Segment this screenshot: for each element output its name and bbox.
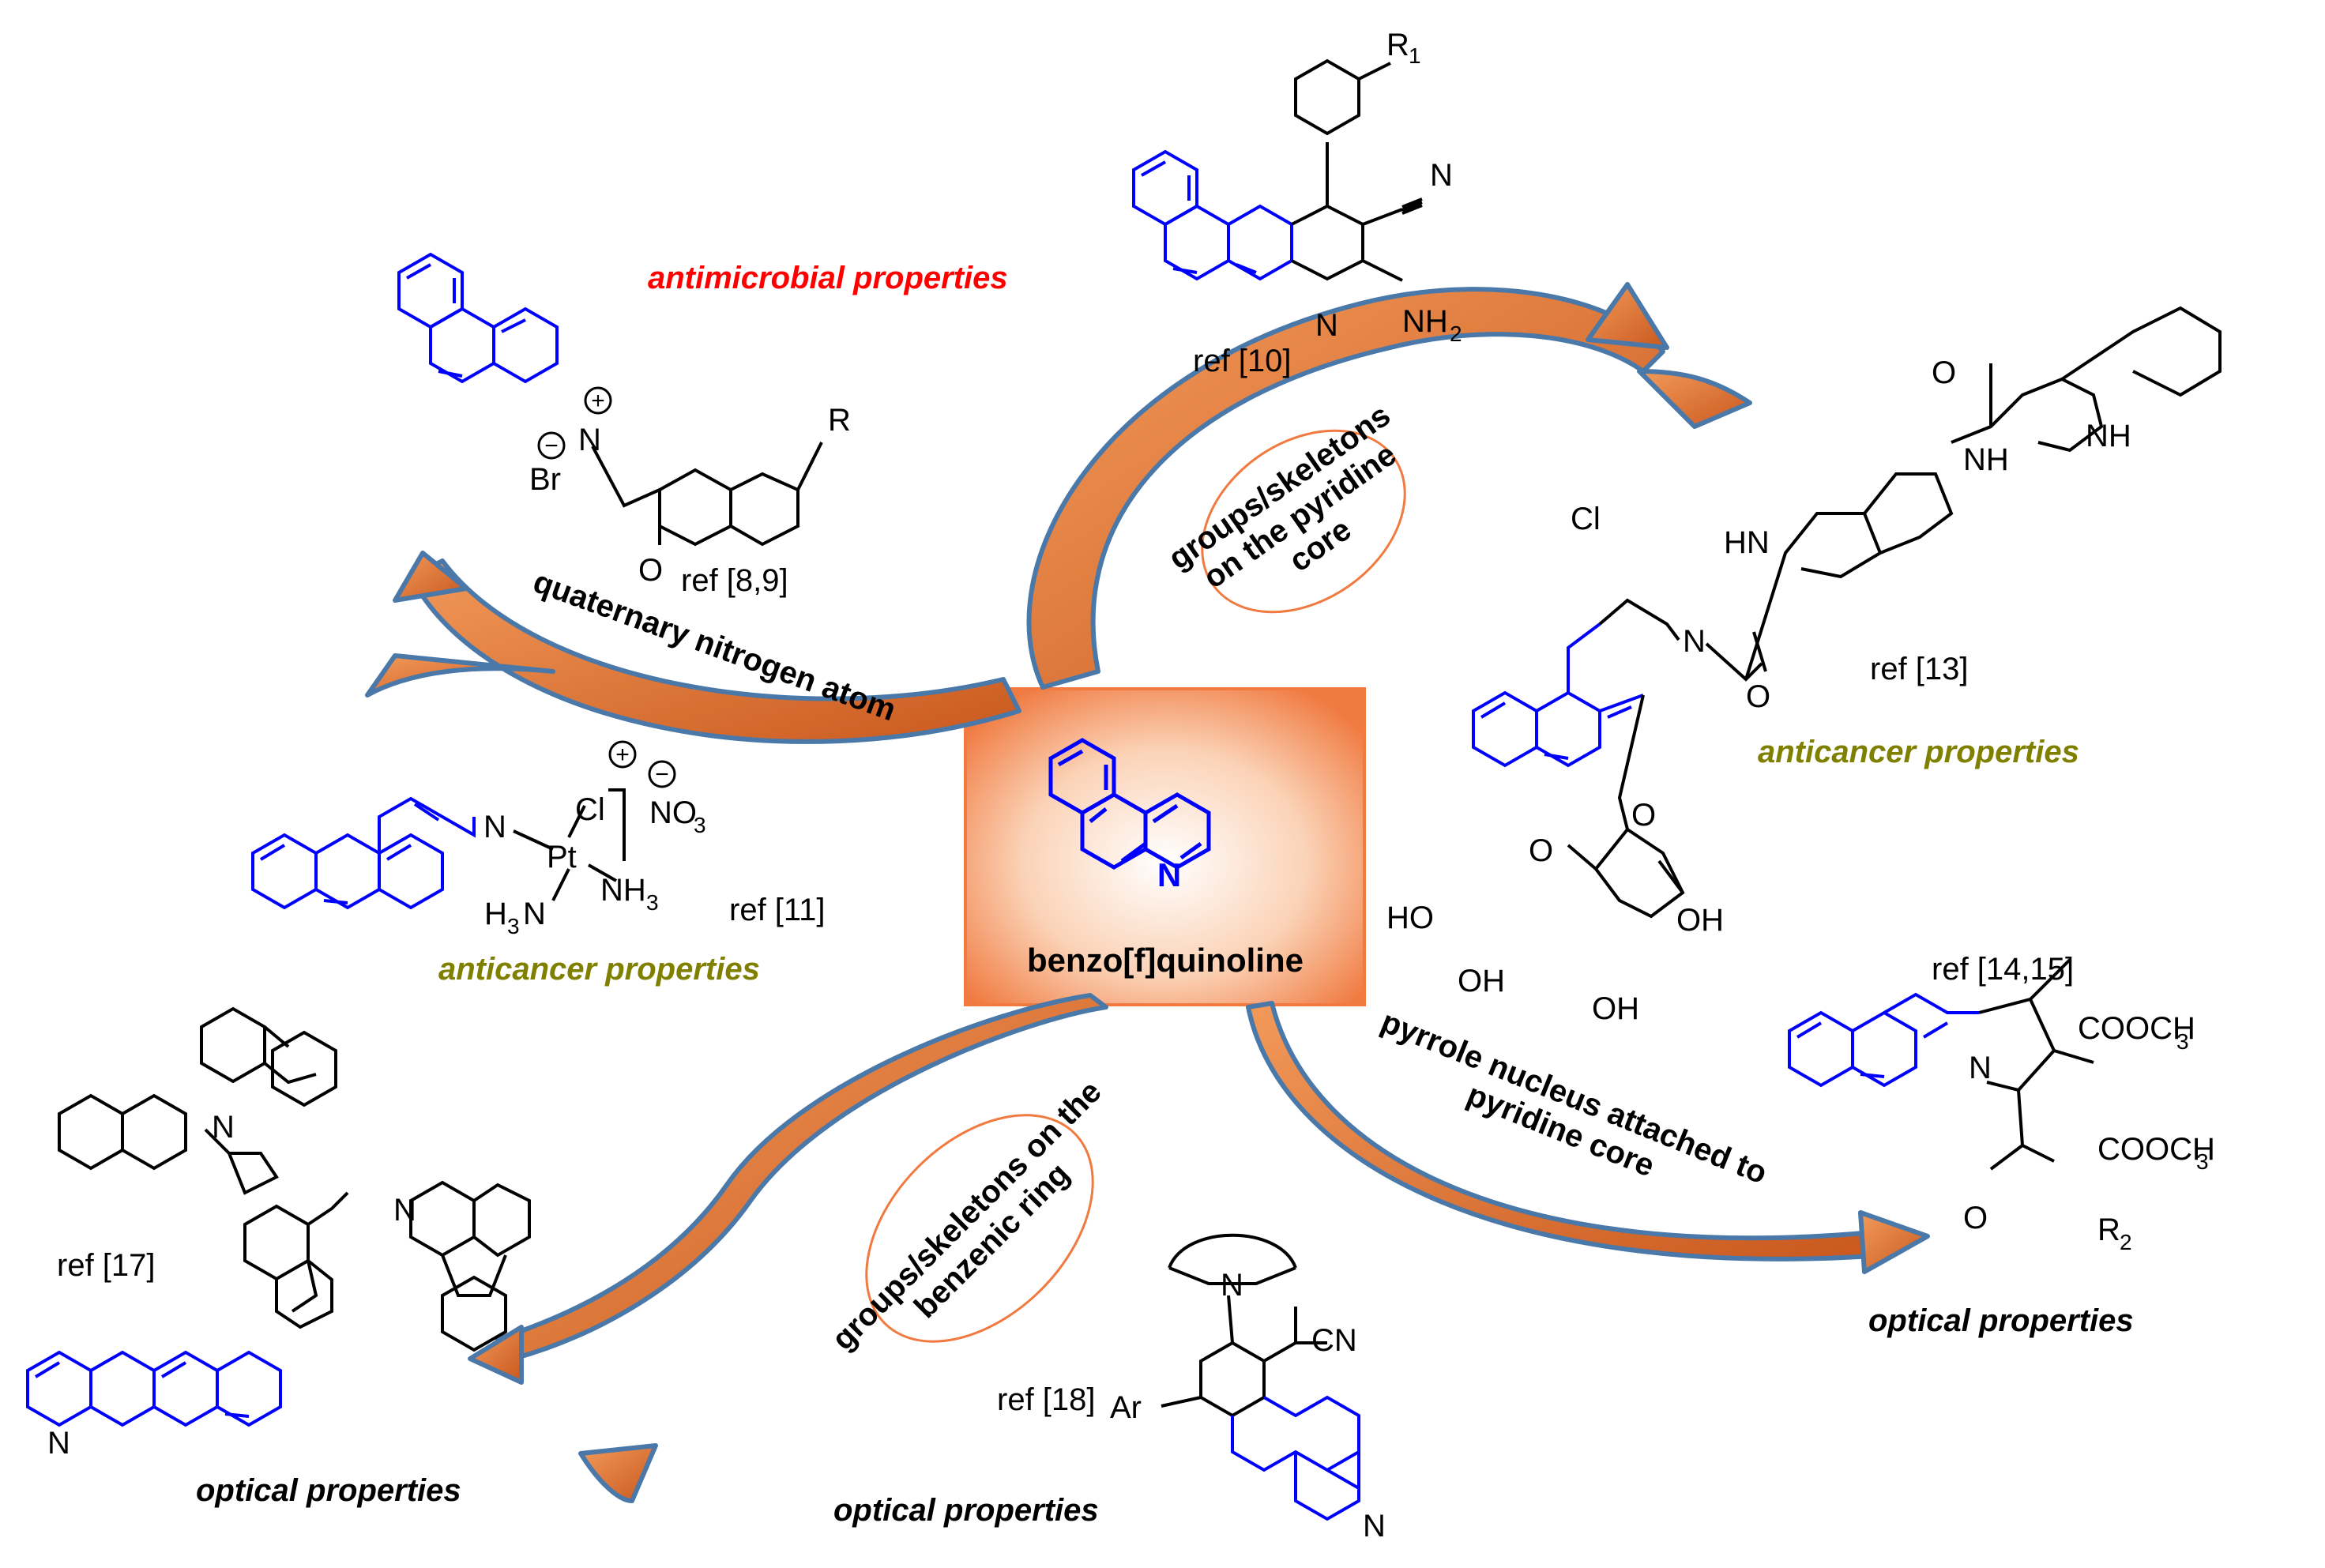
atom-cn: CN bbox=[1311, 1323, 1357, 1358]
atom-nh3-a: NH bbox=[600, 873, 646, 908]
pathway-benzenic-label: groups/skeletons on the benzenic ring bbox=[826, 1074, 1108, 1357]
structure-ref14-15: N COOCH 3 COOCH 3 O R 2 bbox=[1788, 958, 2215, 1254]
arrow-pyridine-core bbox=[1026, 287, 1665, 690]
atom-o-sugar: O bbox=[1529, 833, 1553, 868]
atom-r: R bbox=[828, 403, 851, 438]
ref-11: ref [11] bbox=[729, 893, 826, 927]
atom-br: Br bbox=[529, 462, 561, 497]
atom-hn-indole: HN bbox=[1724, 525, 1770, 560]
benzoquinoline-core-structure bbox=[1048, 738, 1211, 870]
atom-h3n-sub: 3 bbox=[507, 914, 520, 938]
atom-cl-ring: Cl bbox=[1571, 502, 1601, 536]
charge-plus-pt: + bbox=[615, 742, 630, 768]
arrowhead-quaternary-left bbox=[365, 653, 555, 698]
atom-nh2: NH bbox=[1402, 304, 1448, 339]
atom-n-cyano: N bbox=[1430, 158, 1453, 193]
structure-ref18: N CN Ar N bbox=[1110, 1233, 1386, 1544]
center-box: N benzo[f]quinoline bbox=[964, 687, 1366, 1006]
ref-8-9: ref [8,9] bbox=[681, 563, 788, 598]
label-anticancer-right: anticancer properties bbox=[1758, 735, 2079, 769]
atom-n-pyridine-ref10: N bbox=[1315, 308, 1338, 343]
label-optical-left: optical properties bbox=[196, 1473, 461, 1508]
arrowhead-pyrrole bbox=[1858, 1210, 1930, 1274]
atom-nh-amide: NH bbox=[1963, 442, 2009, 477]
atom-r1: R bbox=[1386, 28, 1409, 62]
atom-pt: Pt bbox=[547, 840, 577, 874]
label-anticancer-left: anticancer properties bbox=[438, 952, 760, 987]
arrowhead-pyridine-right bbox=[1637, 369, 1752, 429]
atom-r2: R bbox=[2097, 1213, 2120, 1247]
atom-n-carbazole1: N bbox=[212, 1110, 235, 1145]
label-optical-right: optical properties bbox=[1868, 1303, 2134, 1338]
ellipse-benzenic-label bbox=[865, 1114, 1094, 1343]
atom-cooch3-1-sub: 3 bbox=[2176, 1029, 2189, 1054]
atom-h3n-h: H bbox=[484, 897, 507, 931]
pathway-benzenic-line1: groups/skeletons on the bbox=[826, 1074, 1108, 1357]
pathway-pyrrole-line1: pyrrole nucleus attached to bbox=[1376, 1004, 1772, 1190]
center-label: benzo[f]quinoline bbox=[1027, 942, 1304, 979]
atom-n-carbazole2: N bbox=[393, 1193, 416, 1228]
charge-minus-ref8: − bbox=[544, 433, 559, 459]
pathway-pyridine-label: groups/skeletons on the pyridine core bbox=[1162, 398, 1402, 596]
atom-ar: Ar bbox=[1110, 1390, 1142, 1425]
atom-no3-sub: 3 bbox=[694, 813, 706, 837]
atom-cooch3-2: COOCH bbox=[2097, 1132, 2215, 1167]
atom-nh3-a-sub: 3 bbox=[646, 890, 659, 915]
ref-18: ref [18] bbox=[997, 1382, 1096, 1417]
ref-10: ref [10] bbox=[1193, 344, 1292, 378]
structure-ref8-9: + − N Br O R bbox=[397, 252, 851, 588]
structure-ref13: Cl N O HN NH O NH O O OH OH OH HO bbox=[1386, 306, 2222, 1026]
atom-o-amide2: O bbox=[1932, 355, 1956, 390]
atom-n-quinoline18: N bbox=[1363, 1509, 1386, 1544]
atom-nh2-sub: 2 bbox=[1450, 321, 1462, 346]
atom-o-r2: O bbox=[1963, 1201, 1988, 1235]
ref-17: ref [17] bbox=[57, 1248, 156, 1283]
label-optical-bottom: optical properties bbox=[833, 1493, 1099, 1528]
atom-r2-sub: 2 bbox=[2120, 1230, 2132, 1254]
atom-o-ketone: O bbox=[638, 553, 663, 588]
atom-oh-2: OH bbox=[1592, 991, 1639, 1026]
atom-o-amide1: O bbox=[1746, 679, 1770, 714]
charge-plus-ref8: + bbox=[591, 388, 605, 414]
arrowhead-benzenic-bottom bbox=[578, 1443, 658, 1503]
atom-n-ref11: N bbox=[483, 810, 506, 844]
arrowhead-benzenic-left bbox=[468, 1325, 524, 1385]
atom-nh-indole: NH bbox=[2086, 419, 2131, 453]
atom-r1-sub: 1 bbox=[1409, 43, 1421, 68]
atom-cl-pt: Cl bbox=[575, 792, 605, 827]
atom-o-glyc: O bbox=[1631, 798, 1656, 833]
atom-h3n-n: N bbox=[523, 897, 546, 931]
arrows bbox=[365, 282, 1930, 1503]
atom-n-amine: N bbox=[1221, 1268, 1243, 1303]
atom-n-pyrrole: N bbox=[1969, 1051, 1992, 1085]
atom-oh-3: OH bbox=[1458, 964, 1505, 998]
structure-ref10: R 1 N N NH 2 bbox=[1132, 28, 1462, 346]
ellipse-pyridine-label bbox=[1201, 429, 1406, 614]
charge-minus-no3: − bbox=[655, 761, 669, 788]
arrowhead-quaternary-top bbox=[393, 551, 468, 603]
atom-no3: NO bbox=[649, 795, 697, 830]
atom-oh-1: OH bbox=[1676, 903, 1724, 938]
label-antimicrobial: antimicrobial properties bbox=[648, 261, 1008, 295]
ref-13: ref [13] bbox=[1870, 652, 1969, 686]
structure-ref17: N N N bbox=[26, 1006, 531, 1461]
atom-ho: HO bbox=[1386, 901, 1434, 935]
atom-n-quinoline17: N bbox=[47, 1426, 70, 1461]
atom-n-ring: N bbox=[1683, 624, 1706, 659]
atom-cooch3-2-sub: 3 bbox=[2196, 1149, 2209, 1174]
ref-14-15: ref [14,15] bbox=[1932, 952, 2074, 987]
atom-cooch3-1: COOCH bbox=[2078, 1011, 2195, 1046]
structure-ref11: N Cl Pt NH 3 H 3 N + − NO 3 bbox=[251, 740, 706, 938]
atom-n-plus: N bbox=[578, 423, 601, 457]
arrowhead-pyridine-top bbox=[1586, 282, 1669, 350]
center-atom-n: N bbox=[1157, 856, 1181, 893]
